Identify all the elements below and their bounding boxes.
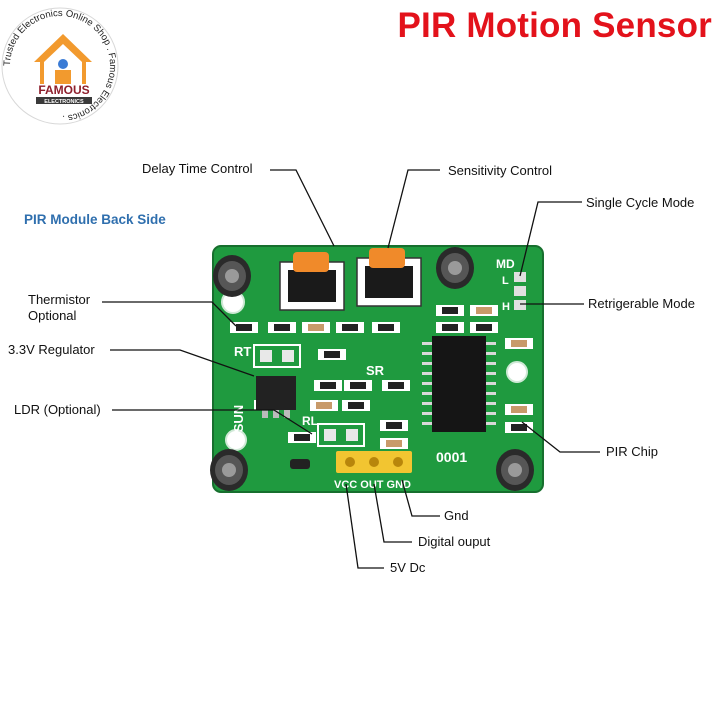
- capacitor: [496, 449, 534, 491]
- callout-sensitivity: [387, 169, 440, 249]
- pir-pcb-board: RT RL SR MD L H 0001 VCC OUT GND D-SUN: [210, 245, 544, 493]
- pin-header: [336, 451, 412, 473]
- callout-vdc: [345, 483, 384, 569]
- callout-regulator: [110, 349, 255, 377]
- label-gnd: Gnd: [444, 508, 469, 523]
- silk-l: L: [502, 275, 509, 287]
- label-sensitivity-control: Sensitivity Control: [448, 163, 553, 178]
- diode: [290, 459, 310, 469]
- silk-sr: SR: [366, 363, 385, 378]
- label-thermistor: Thermistor Optional: [28, 292, 138, 324]
- capacitor: [213, 255, 251, 297]
- label-delay-time-control: Delay Time Control: [142, 161, 253, 176]
- callout-delay: [270, 169, 335, 247]
- mode-jumper-pads: [514, 272, 526, 310]
- label-pir-chip: PIR Chip: [606, 444, 659, 459]
- callout-digital: [373, 483, 412, 543]
- page-title: PIR Motion Sensor: [397, 6, 712, 45]
- silk-dsun: D-SUN: [231, 405, 246, 446]
- logo-brand: FAMOUS: [38, 83, 89, 97]
- thermistor-pads: [253, 344, 301, 368]
- logo-sub: ELECTRONICS: [44, 99, 84, 105]
- capacitor: [436, 247, 474, 289]
- callout-thermistor: [102, 301, 237, 327]
- mount-hole: [225, 429, 247, 451]
- label-digital-output: Digital ouput: [418, 534, 491, 549]
- mount-hole: [506, 361, 528, 383]
- callout-pir-chip: [521, 421, 600, 453]
- label-5v-dc: 5V Dc: [390, 560, 426, 575]
- label-retrigerable-mode: Retrigerable Mode: [588, 296, 695, 311]
- sensitivity-potentiometer: [356, 248, 422, 307]
- silk-code: 0001: [436, 449, 467, 465]
- silk-md: MD: [496, 257, 515, 271]
- callout-ldr: [112, 409, 313, 435]
- store-logo: Trusted Electronics Online Shop . Famous…: [1, 7, 119, 125]
- silk-rl: RL: [302, 414, 318, 428]
- label-single-cycle-mode: Single Cycle Mode: [586, 195, 695, 210]
- silk-rt: RT: [234, 344, 251, 359]
- pir-chip-ic: [422, 336, 496, 432]
- voltage-regulator: [256, 376, 296, 418]
- delay-potentiometer: [279, 252, 345, 311]
- ldr-pads: [317, 423, 365, 447]
- module-side-label: PIR Module Back Side: [24, 212, 166, 227]
- callout-single-cycle: [519, 201, 582, 277]
- label-thermistor-line1: Thermistor: [28, 292, 91, 307]
- label-thermistor-line2: Optional: [28, 308, 77, 323]
- callout-gnd: [401, 479, 440, 517]
- callout-lines: [102, 169, 600, 569]
- label-ldr: LDR (Optional): [14, 402, 101, 417]
- silk-pins: VCC OUT GND: [334, 479, 411, 491]
- silk-h: H: [502, 301, 510, 313]
- capacitor: [210, 449, 248, 491]
- label-regulator: 3.3V Regulator: [8, 342, 95, 357]
